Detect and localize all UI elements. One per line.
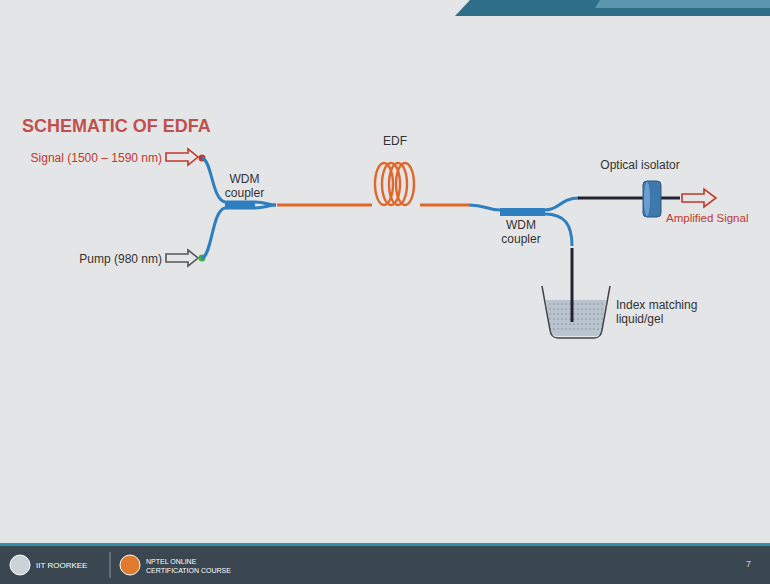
wdm-coupler: WDM coupler [470,195,578,248]
fiber-link [578,197,595,200]
erbium-fiber-coil: EDF [372,134,420,208]
pump-input: Pump (980 nm) [79,252,162,266]
optical-isolator: Optical isolator [595,158,687,218]
page-number: 7 [746,559,751,570]
signal-input: Signal (1500 – 1590 nm) [31,151,162,165]
part-label: WDM coupler [495,218,547,246]
fiber-link [420,204,470,207]
index-matching-bath: Index matching liquid/gel [538,282,704,340]
course-name: NPTEL ONLINE [146,557,196,566]
institute-name: IIT ROORKEE [36,561,87,571]
course-name: CERTIFICATION COURSE [146,566,231,575]
slide-title: SCHEMATIC OF EDFA [22,116,211,137]
part-label: Index matching liquid/gel [616,298,702,326]
part-label: EDF [372,134,418,148]
output-label: Amplified Signal [666,212,748,226]
fiber-link [277,204,372,207]
fiber-link [571,248,574,282]
wdm-coupler: WDM coupler [214,172,277,210]
part-label: Optical isolator [595,158,685,172]
part-label: WDM coupler [214,172,275,200]
